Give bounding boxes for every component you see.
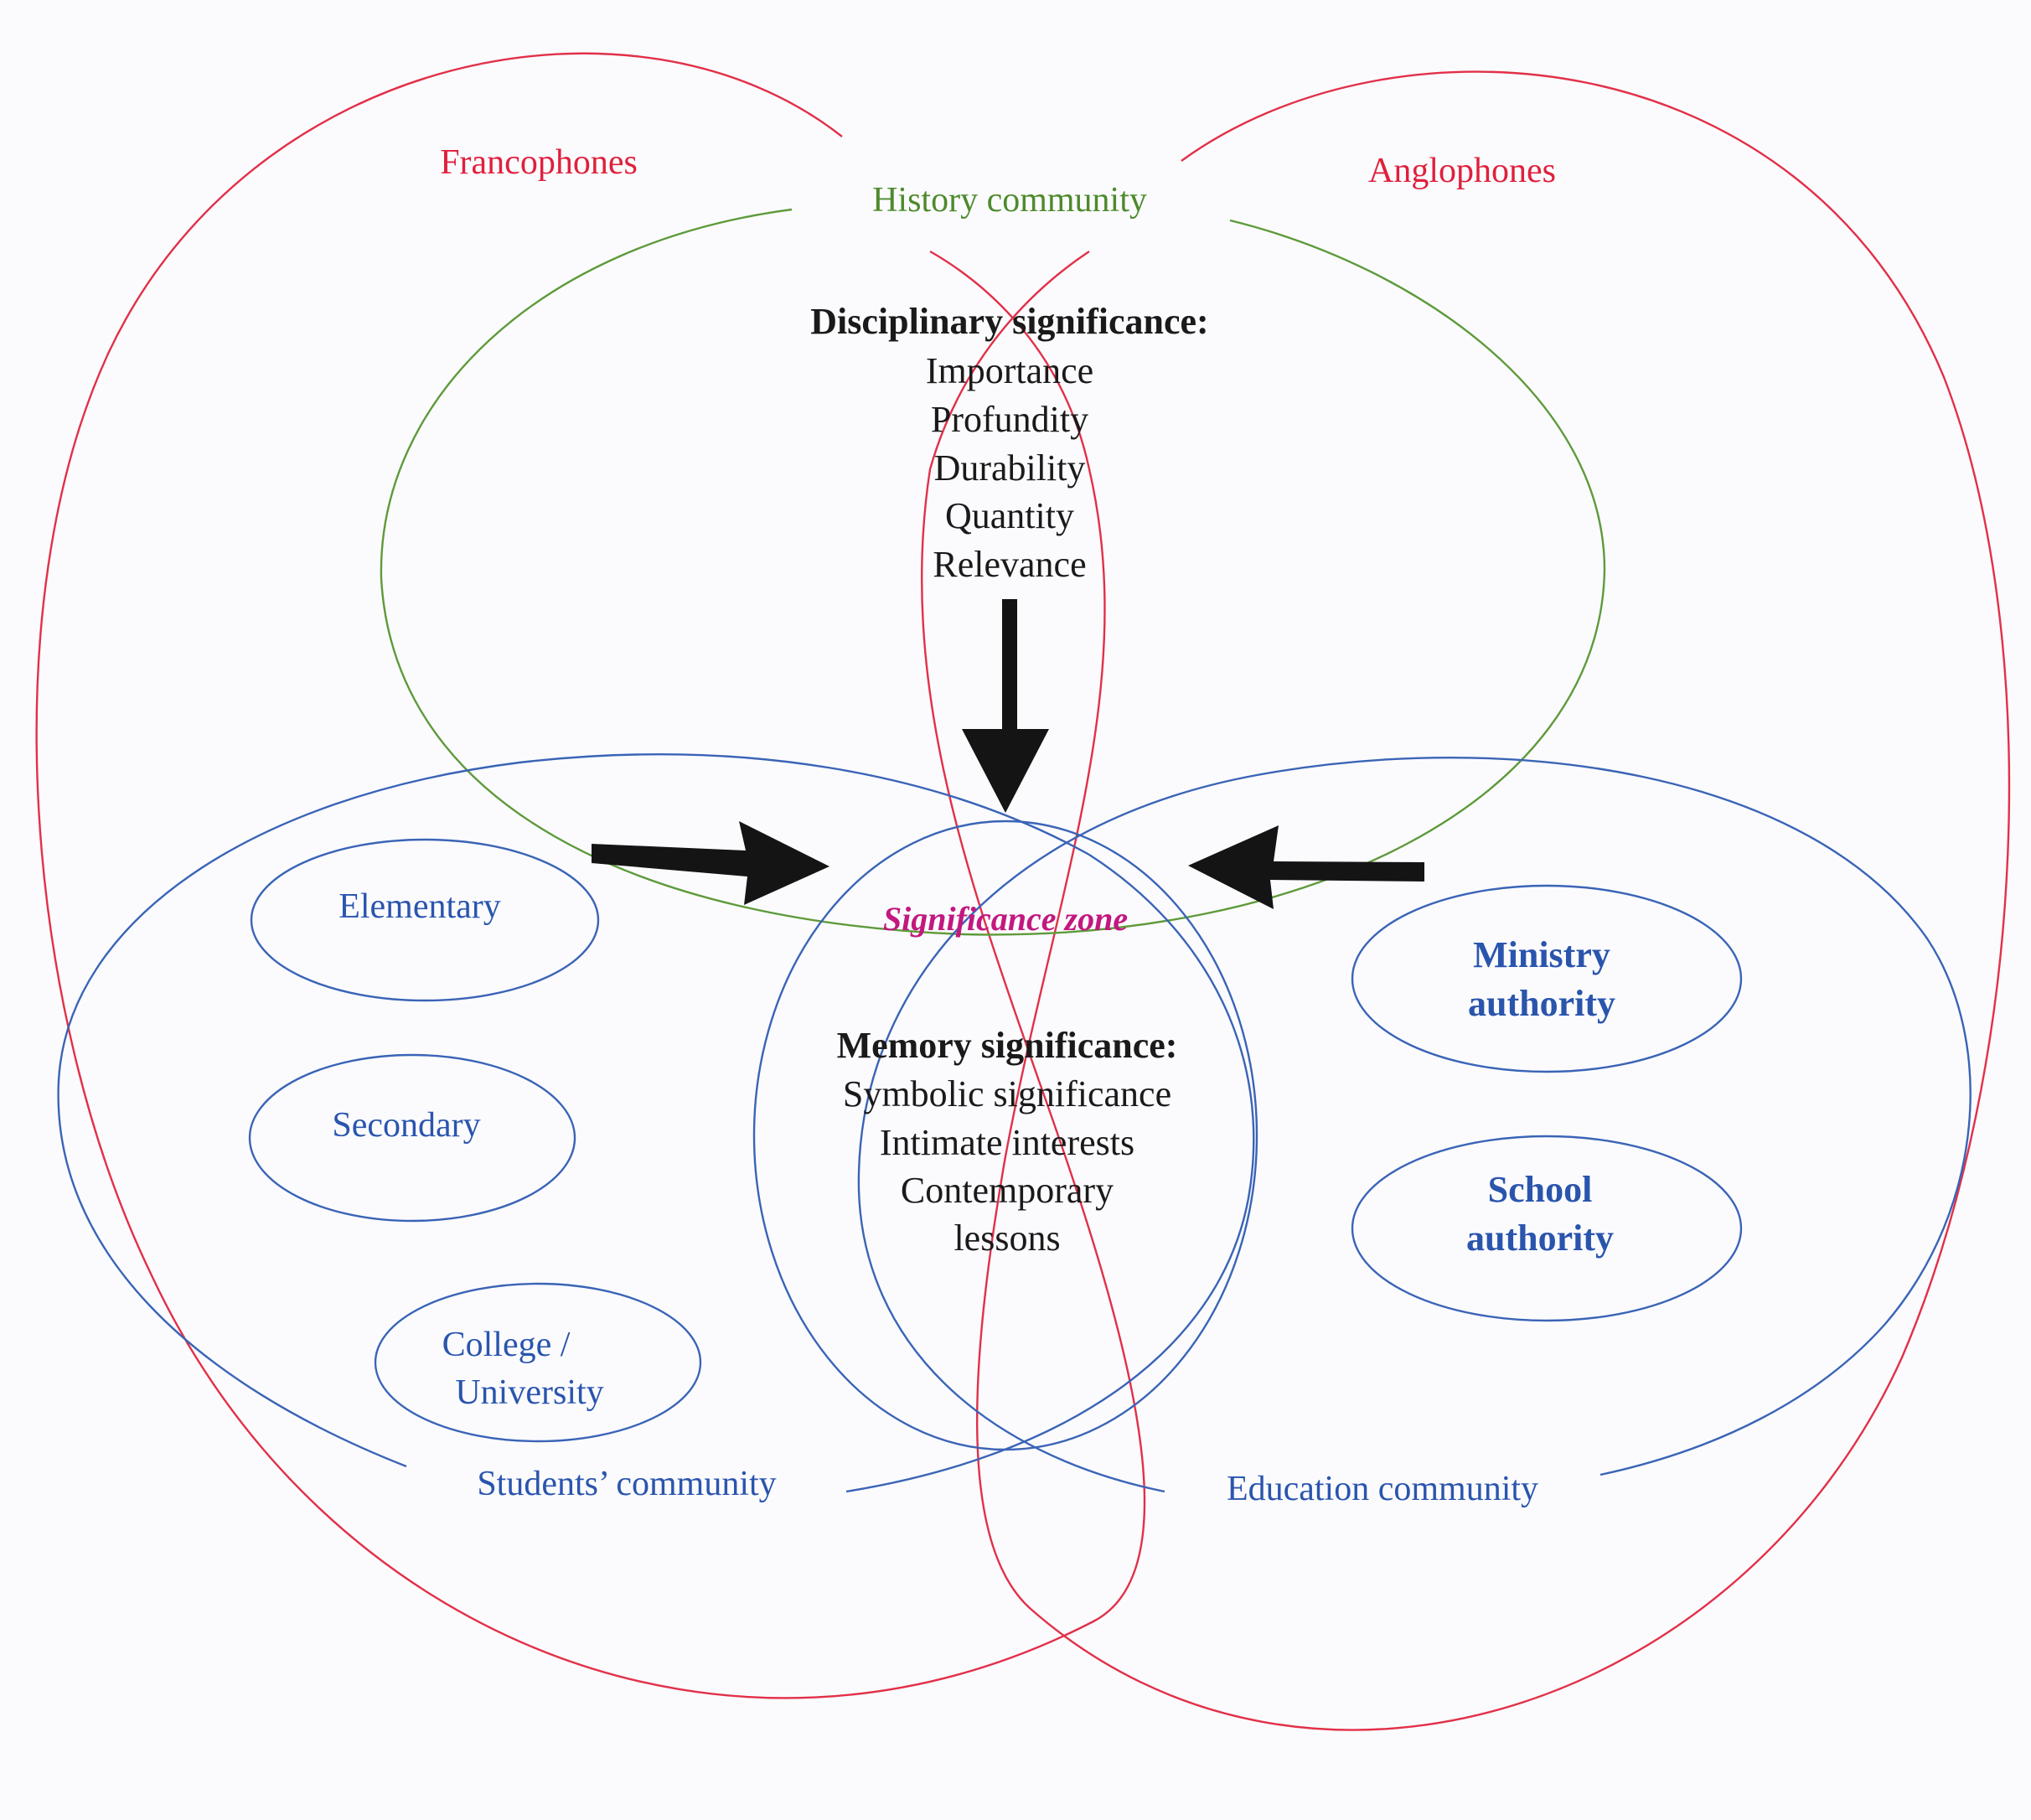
secondary-ellipse — [248, 1053, 576, 1223]
elementary-ellipse — [250, 838, 600, 1002]
disciplinary-item: Quantity — [945, 495, 1074, 536]
significance-zone-label: Significance zone — [883, 900, 1128, 938]
memory-item: Intimate interests — [880, 1122, 1134, 1163]
francophones-label: Francophones — [440, 143, 638, 182]
school-authority-line2: authority — [1466, 1218, 1614, 1259]
students-community-label: Students’ community — [477, 1465, 776, 1503]
history-community-label: History community — [872, 181, 1147, 220]
disciplinary-item: Profundity — [931, 399, 1088, 440]
memory-circle — [752, 820, 1258, 1451]
ministry-authority-line2: authority — [1468, 983, 1615, 1024]
arrow-down — [962, 599, 1049, 813]
education-community-ellipse — [857, 756, 1972, 1493]
secondary-label: Secondary — [332, 1106, 480, 1145]
school-authority-line1: School — [1488, 1169, 1593, 1210]
anglophones-label: Anglophones — [1368, 152, 1556, 190]
disciplinary-item: Durability — [934, 447, 1086, 489]
college-label-line2: University — [455, 1373, 603, 1412]
memory-item: Contemporary — [901, 1170, 1114, 1211]
anglophones-ellipse — [929, 70, 2011, 1731]
disciplinary-title: Disciplinary significance: — [810, 301, 1208, 342]
students-community-ellipse — [57, 753, 1255, 1493]
college-label-line1: College / — [442, 1326, 571, 1364]
memory-item: lessons — [953, 1218, 1060, 1259]
arrow-left — [1188, 825, 1424, 909]
arrow-right — [592, 821, 829, 905]
memory-title: Memory significance: — [837, 1025, 1178, 1066]
francophones-ellipse — [35, 52, 1146, 1699]
disciplinary-item: Importance — [926, 350, 1093, 391]
ministry-authority-ellipse — [1351, 884, 1743, 1073]
college-university-ellipse — [374, 1282, 702, 1443]
memory-item: Symbolic significance — [843, 1073, 1171, 1114]
history-community-ellipse — [380, 208, 1606, 936]
elementary-label: Elementary — [338, 887, 501, 926]
education-community-label: Education community — [1227, 1470, 1538, 1508]
school-authority-ellipse — [1351, 1135, 1743, 1322]
ministry-authority-line1: Ministry — [1473, 934, 1610, 975]
disciplinary-item: Relevance — [933, 544, 1086, 585]
